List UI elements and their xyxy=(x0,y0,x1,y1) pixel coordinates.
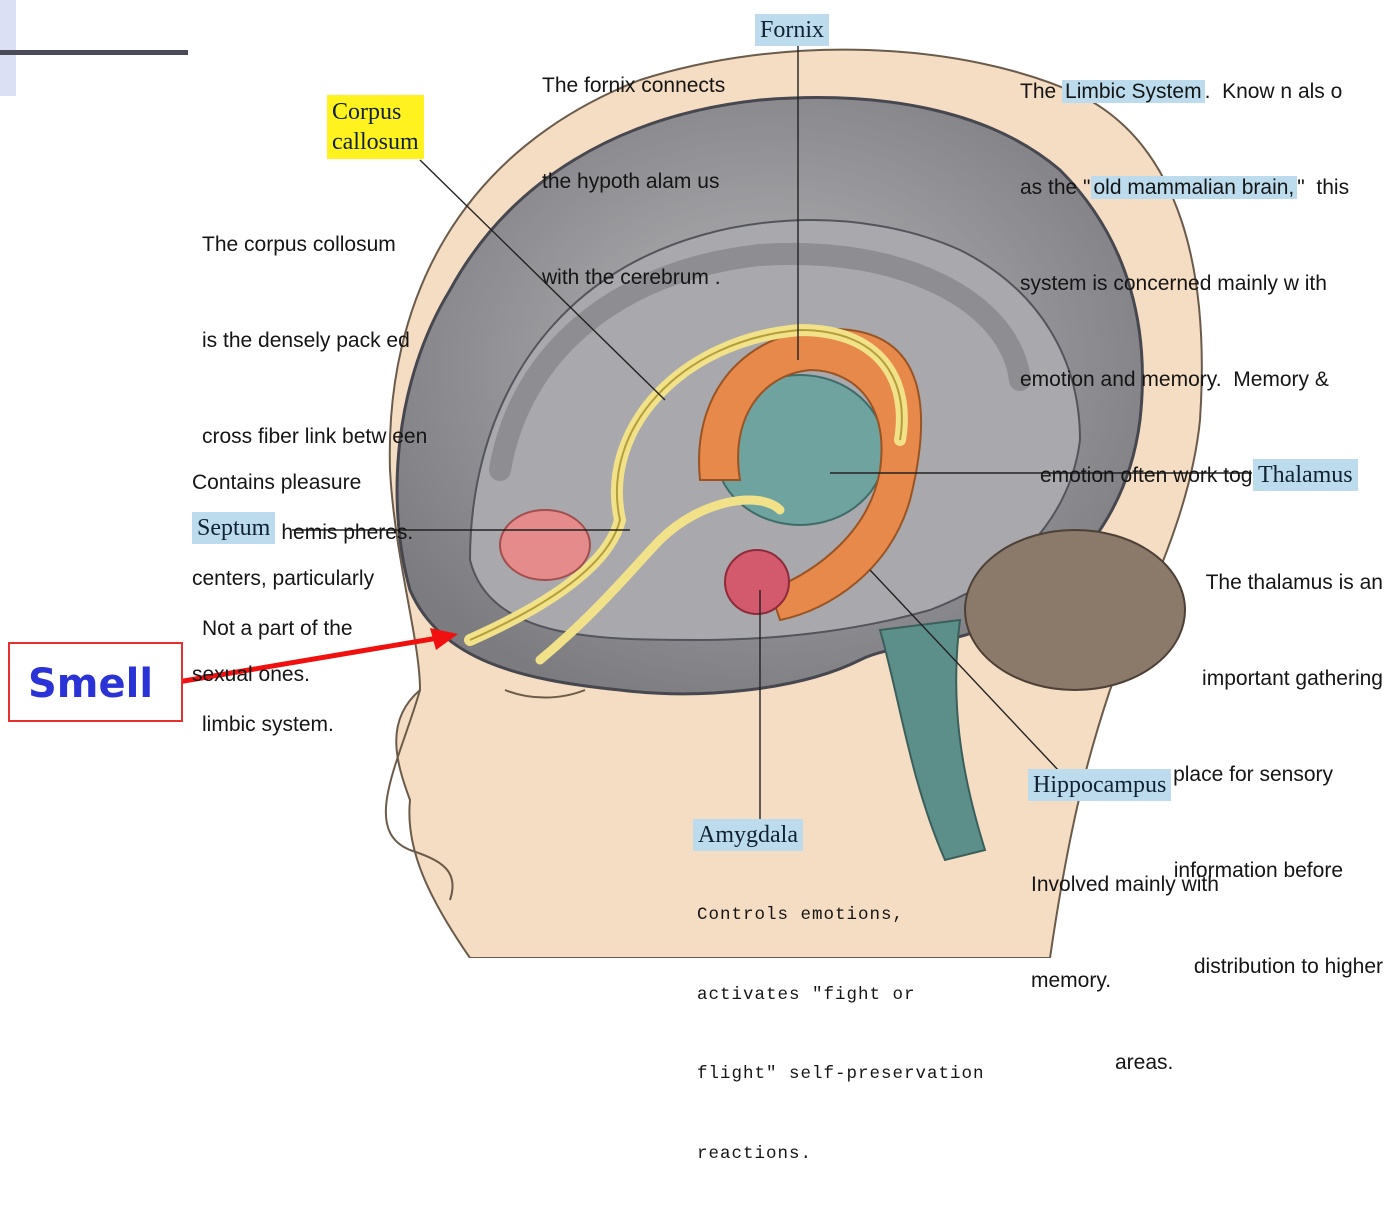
amygdala-shape xyxy=(725,550,789,614)
amygdala-description: Controls emotions, activates "fight or f… xyxy=(697,849,985,1220)
smell-label: Smell xyxy=(28,660,153,708)
septum-label: Septum xyxy=(192,512,275,544)
old-mammalian-brain-highlight: old mammalian brain, xyxy=(1091,176,1298,199)
septum-shape xyxy=(500,510,590,580)
limbic-diagram: The fornix connects the hypoth alam us w… xyxy=(0,0,1389,958)
hippocampus-label: Hippocampus xyxy=(1028,769,1171,801)
hippocampus-description: Involved mainly with memory. xyxy=(1031,805,1219,1061)
limbic-system-highlight: Limbic System xyxy=(1062,80,1205,103)
fornix-description: The fornix connects the hypoth alam us w… xyxy=(542,6,725,358)
septum-description: Contains pleasure centers, particularly … xyxy=(192,403,374,755)
amygdala-label: Amygdala xyxy=(693,819,803,851)
corpus-callosum-label: Corpus callosum xyxy=(327,95,424,159)
thalamus-label: Thalamus xyxy=(1253,459,1358,491)
fornix-label: Fornix xyxy=(755,14,829,46)
